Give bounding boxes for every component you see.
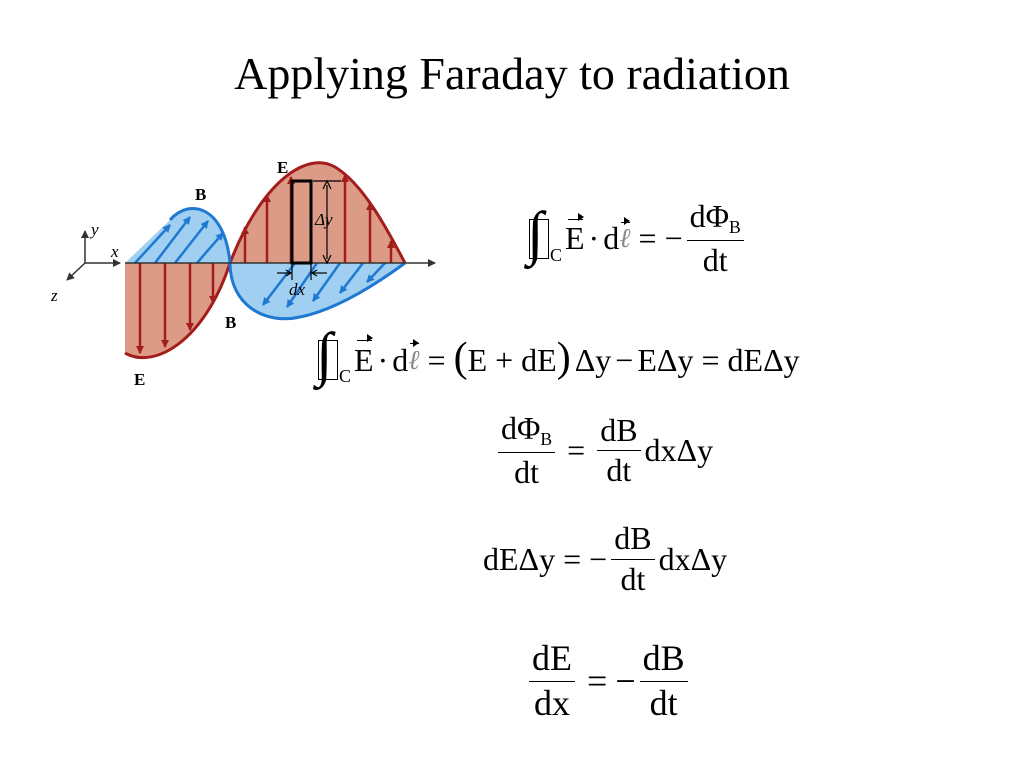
label-b-top: B — [195, 185, 206, 204]
b-field-left-lobe — [125, 208, 230, 263]
contour-integral-symbol: ∫ C — [527, 199, 563, 266]
b-field-right-lobe — [230, 263, 405, 319]
label-delta-y: Δy — [314, 210, 333, 229]
fraction-db-dt: dB dt — [639, 639, 688, 723]
equation-line-integral: ∫ C E · d ℓ = ( E + dE ) Δy − EΔy = dEΔy — [316, 321, 800, 387]
fraction-dphi-dt: dΦB dt — [686, 199, 744, 277]
faraday-loop — [290, 179, 313, 265]
e-field-left-lobe — [125, 263, 230, 358]
slide-title: Applying Faraday to radiation — [234, 48, 790, 99]
vector-ell: ℓ — [408, 338, 420, 376]
coordinate-axes — [66, 230, 121, 281]
em-wave-figure: E B B E y x z Δy dx — [50, 158, 436, 389]
label-e-top: E — [277, 158, 288, 177]
contour-integral-symbol: ∫ C — [316, 321, 352, 387]
equation-flux-derivative: dΦB dt = dB dt dxΔy — [494, 411, 713, 489]
e-field-right-lobe — [230, 162, 405, 263]
e-field-arrows-down — [136, 263, 217, 354]
b-field-left-curve — [168, 206, 232, 264]
fraction-dphi-dt: dΦB dt — [498, 411, 556, 489]
e-field-right-curve — [228, 161, 407, 264]
b-field-arrows — [134, 216, 386, 308]
vector-e: E — [565, 213, 585, 257]
label-dx: dx — [289, 280, 306, 299]
label-axis-x: x — [110, 242, 119, 261]
fraction-db-dt: dB dt — [597, 413, 641, 488]
label-b-bottom: B — [225, 313, 236, 332]
label-axis-y: y — [89, 220, 99, 239]
b-field-right-curve — [228, 261, 406, 321]
dx-marker — [277, 263, 327, 280]
label-e-bottom: E — [134, 370, 145, 389]
equation-faraday-law: ∫ C E · d ℓ = − dΦB dt — [525, 199, 748, 277]
fraction-db-dt: dB dt — [611, 521, 655, 596]
equation-result: dE dx = − dB dt — [525, 639, 692, 723]
vector-ell: ℓ — [619, 217, 631, 255]
vector-e: E — [354, 334, 374, 378]
fraction-de-dx: dE dx — [529, 639, 575, 723]
equation-equate: dEΔy = − dB dt dxΔy — [483, 520, 728, 597]
delta-y-marker — [313, 179, 341, 265]
label-axis-z: z — [50, 286, 58, 305]
e-field-left-curve — [124, 262, 232, 359]
